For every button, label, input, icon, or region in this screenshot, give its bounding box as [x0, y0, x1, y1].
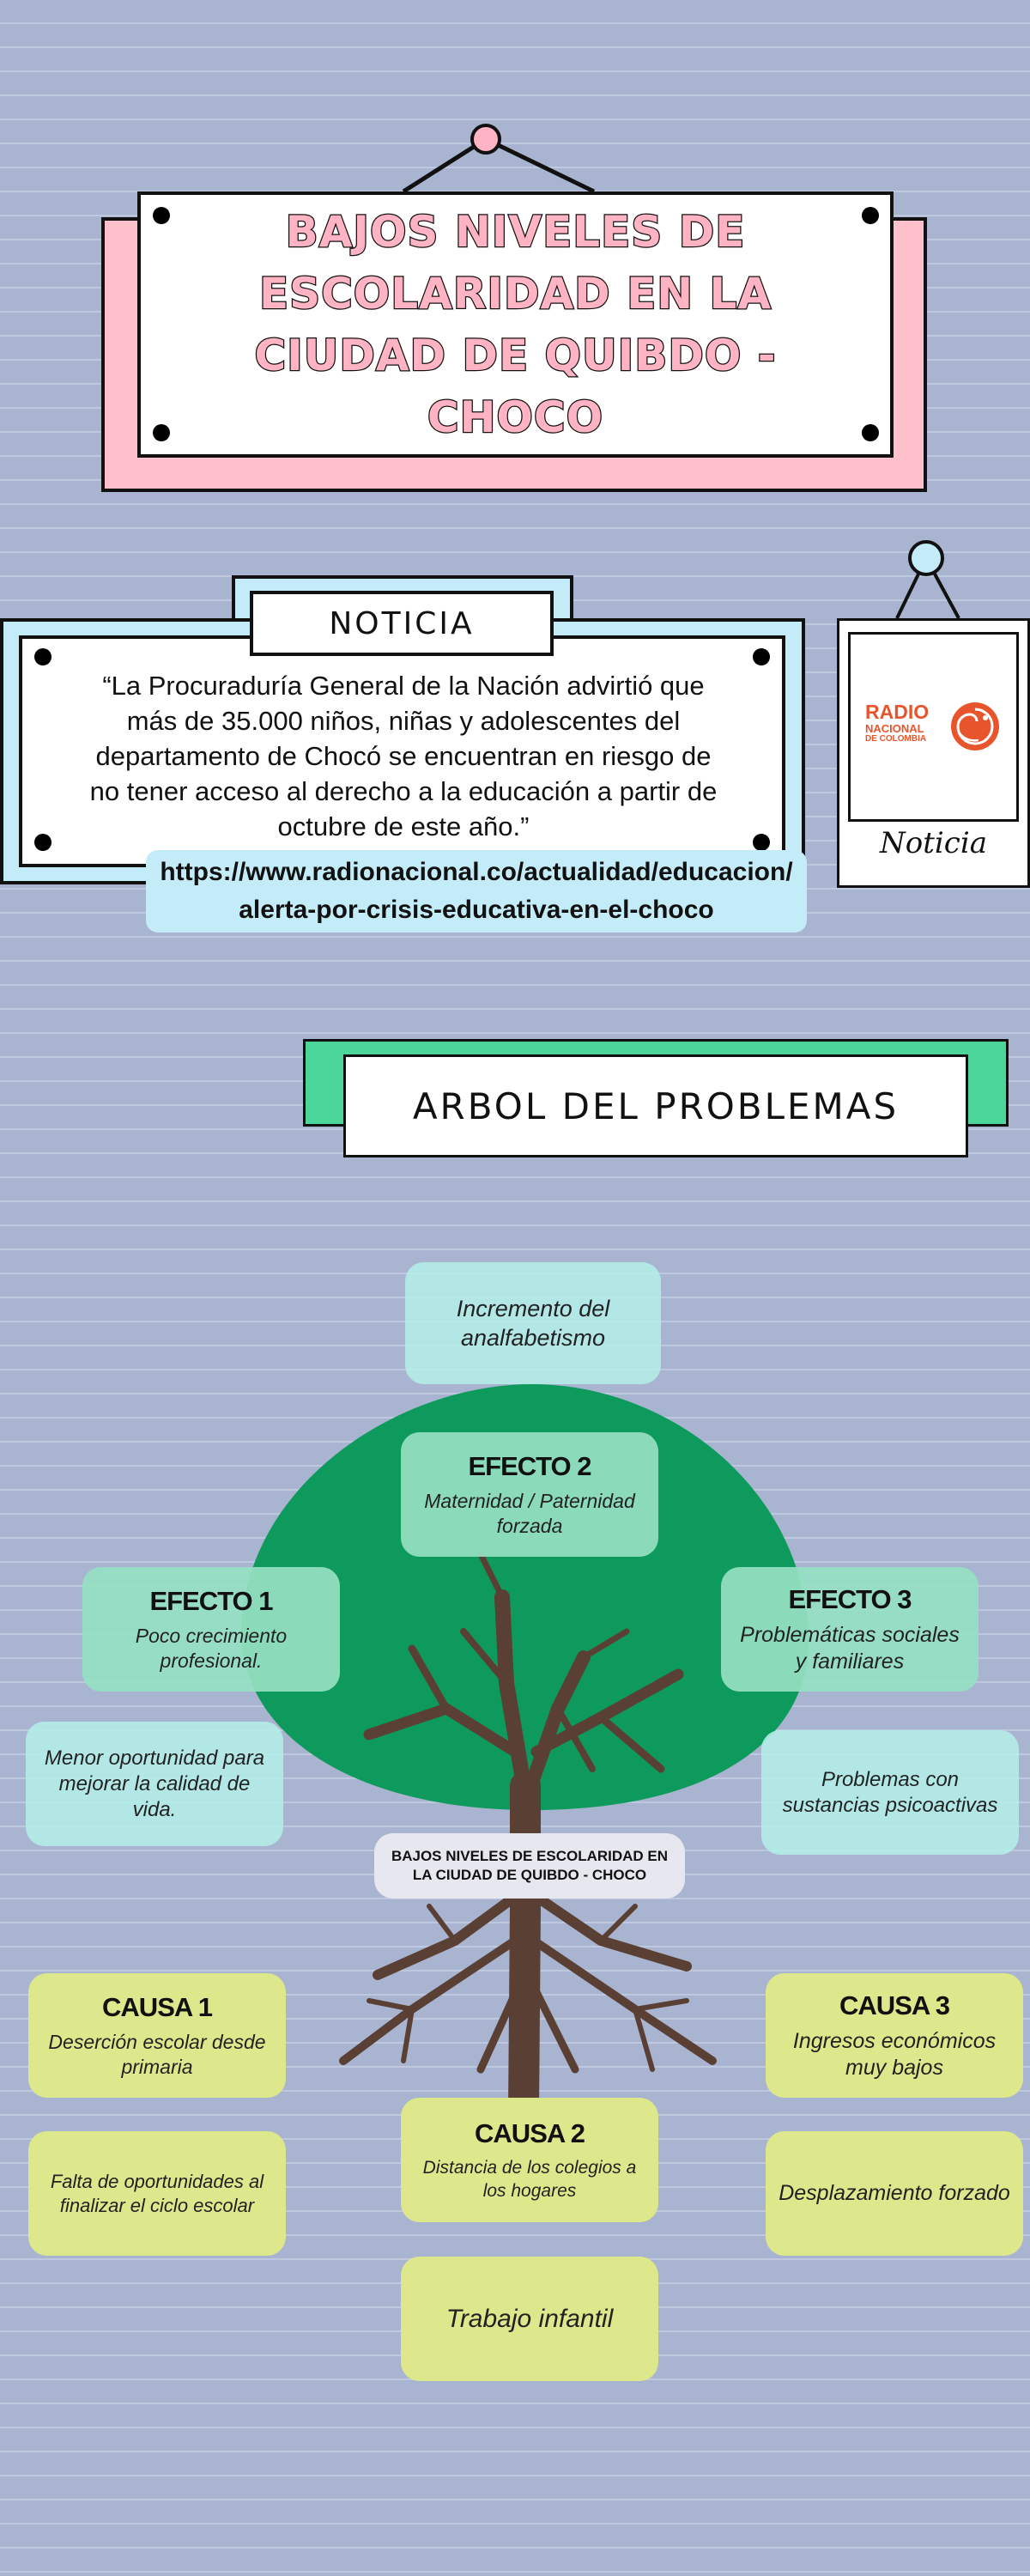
sub-cause-right-text: Desplazamiento forzado — [779, 2181, 1010, 2205]
cause-2-text: Distancia de los colegios a los hogares — [422, 2157, 637, 2201]
effect-2-text: Maternidad / Paternidad forzada — [424, 1489, 635, 1537]
side-effect-right-text: Problemas con sustancias psicoactivas — [782, 1767, 998, 1817]
logo-frame-inner — [848, 632, 1019, 822]
logo-line-3: DE COLOMBIA — [865, 734, 927, 744]
cause-1-title: CAUSA 1 — [102, 1991, 213, 2022]
tree-section-title: ARBOL DEL PROBLEMAS — [343, 1054, 968, 1157]
cause-3-title: CAUSA 3 — [839, 1990, 950, 2020]
effect-2-title: EFECTO 2 — [468, 1450, 591, 1481]
tree-trunk — [339, 1551, 717, 2128]
side-effect-left: Menor oportunidad para mejorar la calida… — [26, 1722, 283, 1846]
pin-dot — [862, 424, 879, 441]
pin-dot — [153, 207, 170, 224]
cause-2-bubble: CAUSA 2 Distancia de los colegios a los … — [401, 2098, 658, 2222]
frame-caption: Noticia — [880, 826, 987, 860]
effect-2-bubble: EFECTO 2 Maternidad / Paternidad forzada — [401, 1432, 658, 1557]
pin-dot — [862, 207, 879, 224]
effect-3-text: Problemáticas sociales y familiares — [740, 1622, 960, 1674]
logo-line-1: RADIO — [865, 701, 930, 723]
top-effect-text: Incremento del analfabetismo — [456, 1296, 610, 1351]
cause-1-bubble: CAUSA 1 Deserción escolar desde primaria — [28, 1973, 286, 2098]
effect-3-title: EFECTO 3 — [788, 1583, 912, 1614]
top-effect-bubble: Incremento del analfabetismo — [405, 1262, 661, 1384]
cause-3-bubble: CAUSA 3 Ingresos económicos muy bajos — [766, 1973, 1023, 2098]
effect-1-text: Poco crecimiento profesional. — [135, 1624, 288, 1672]
sub-cause-center-text: Trabajo infantil — [445, 2304, 614, 2333]
side-effect-left-text: Menor oportunidad para mejorar la calida… — [44, 1746, 265, 1821]
effect-3-bubble: EFECTO 3 Problemáticas sociales y famili… — [721, 1567, 978, 1692]
tree-center-label: BAJOS NIVELES DE ESCOLARIDAD EN LA CIUDA… — [374, 1833, 685, 1899]
sub-cause-center: Trabajo infantil — [401, 2257, 658, 2381]
logo-frame — [837, 618, 1030, 888]
effect-1-bubble: EFECTO 1 Poco crecimiento profesional. — [82, 1567, 340, 1692]
pin-dot — [34, 648, 52, 665]
cause-2-title: CAUSA 2 — [475, 2117, 585, 2148]
cause-1-text: Deserción escolar desde primaria — [48, 2030, 266, 2078]
page-title: BAJOS NIVELES DE ESCOLARIDAD EN LA CIUDA… — [253, 206, 777, 444]
sub-cause-left-text: Falta de oportunidades al finalizar el c… — [50, 2170, 264, 2216]
side-effect-right: Problemas con sustancias psicoactivas — [761, 1730, 1019, 1855]
title-card: BAJOS NIVELES DE ESCOLARIDAD EN LA CIUDA… — [137, 191, 894, 458]
title-hanger — [402, 124, 596, 194]
news-source-link[interactable]: https://www.radionacional.co/actualidad/… — [146, 850, 807, 933]
sub-cause-right: Desplazamiento forzado — [766, 2131, 1023, 2256]
pin-dot — [153, 424, 170, 441]
frame-hanger — [895, 540, 960, 619]
news-tab-label: NOTICIA — [250, 591, 554, 656]
tree-canopy — [240, 1384, 809, 1810]
pin-dot — [34, 834, 52, 851]
pin-dot — [753, 834, 770, 851]
pin-dot — [753, 648, 770, 665]
spiral-icon — [951, 702, 999, 750]
sub-cause-left: Falta de oportunidades al finalizar el c… — [28, 2131, 286, 2256]
news-quote: “La Procuraduría General de la Nación ad… — [89, 671, 718, 841]
radio-nacional-logo: RADIO NACIONAL DE COLOMBIA — [865, 702, 1003, 754]
cause-3-text: Ingresos económicos muy bajos — [792, 2028, 997, 2080]
logo-line-2: NACIONAL — [865, 722, 924, 735]
effect-1-title: EFECTO 1 — [149, 1585, 273, 1616]
